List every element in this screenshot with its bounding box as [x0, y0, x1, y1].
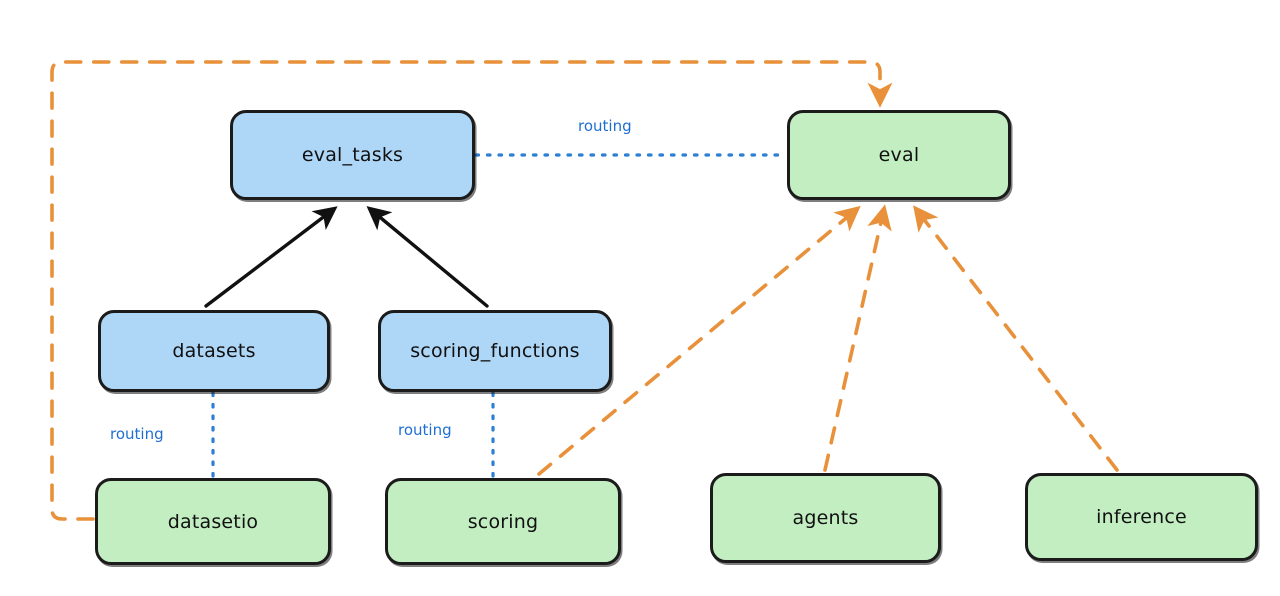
node-eval-tasks[interactable]: eval_tasks — [230, 110, 475, 200]
node-eval[interactable]: eval — [787, 110, 1011, 200]
node-label-scoring: scoring — [467, 510, 539, 533]
node-label-datasetio: datasetio — [167, 510, 259, 533]
node-label-datasets: datasets — [172, 340, 256, 362]
node-inference[interactable]: inference — [1025, 473, 1258, 561]
edge-inference-eval — [913, 205, 1119, 472]
node-label-agents: agents — [792, 507, 859, 529]
node-datasets[interactable]: datasets — [98, 310, 330, 392]
node-label-eval-tasks: eval_tasks — [301, 144, 404, 166]
node-scoring-functions[interactable]: scoring_functions — [378, 310, 612, 392]
node-agents[interactable]: agents — [710, 473, 941, 563]
node-label-eval: eval — [878, 144, 920, 166]
edge-datasets-eval-tasks — [204, 206, 338, 308]
edge-label-routing-scoring: routing — [398, 421, 452, 439]
edge-agents-eval — [823, 204, 892, 472]
edge-label-routing-eval: routing — [578, 117, 632, 135]
node-datasetio[interactable]: datasetio — [95, 478, 331, 565]
node-label-scoring-functions: scoring_functions — [410, 340, 580, 362]
node-scoring[interactable]: scoring — [385, 478, 621, 565]
edge-label-routing-datasetio: routing — [110, 425, 164, 443]
edge-scoring-functions-eval-tasks — [366, 206, 489, 308]
node-label-inference: inference — [1096, 506, 1187, 528]
